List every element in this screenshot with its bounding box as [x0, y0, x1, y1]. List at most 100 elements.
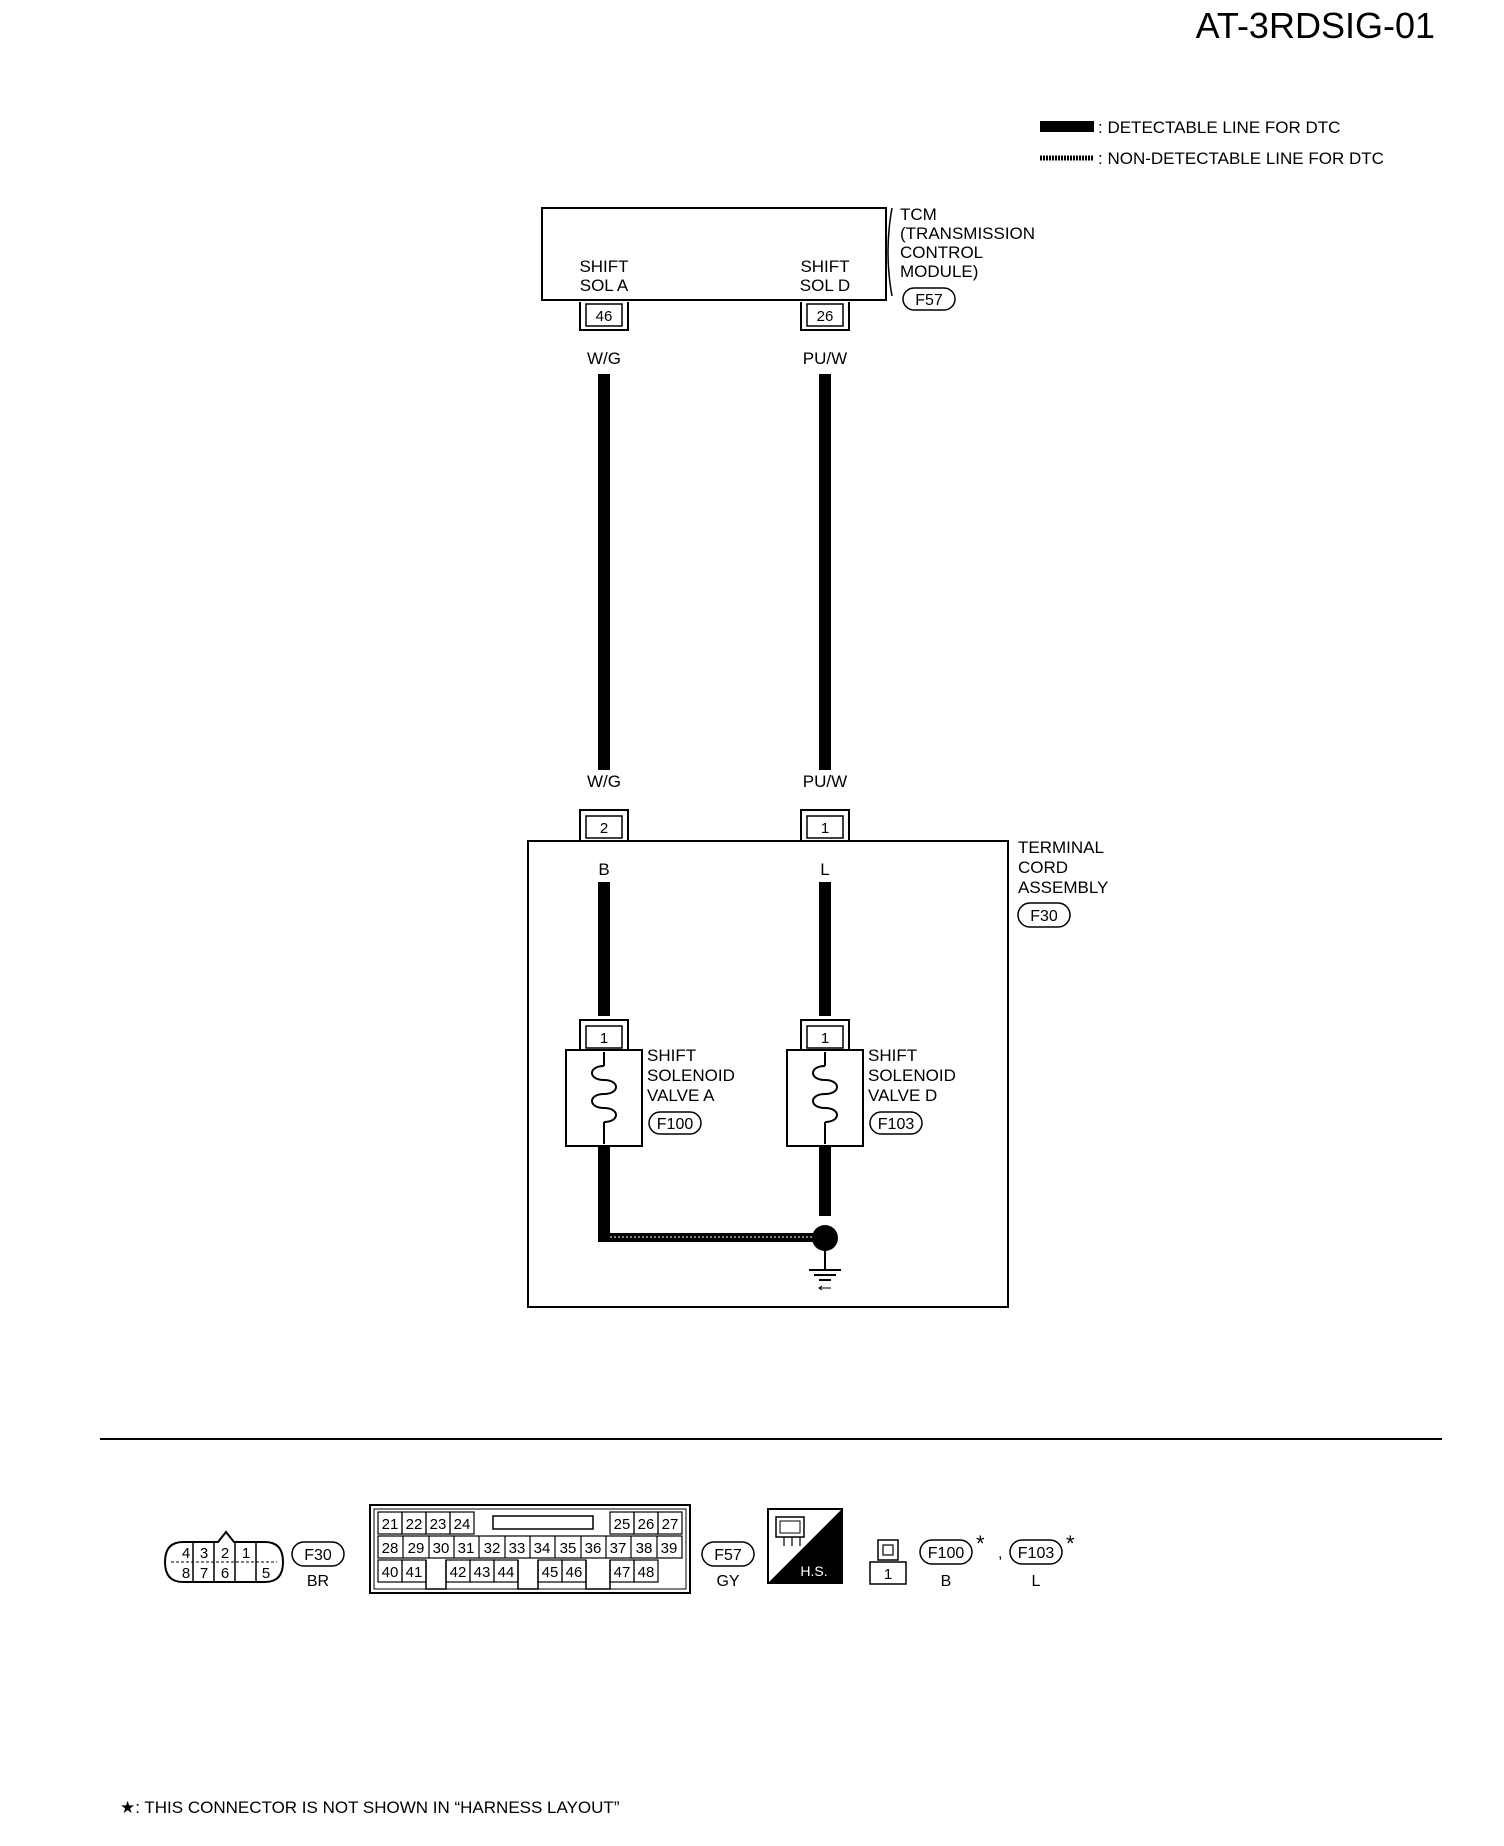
tcm-bracket	[887, 207, 893, 297]
f57-pin: 44	[498, 1564, 515, 1581]
terminal-cord-name-2: CORD	[1018, 858, 1068, 877]
ground-circuit	[598, 1146, 841, 1291]
tcm-name-4: MODULE)	[900, 262, 978, 281]
solenoid-a-coil-icon	[591, 1065, 617, 1123]
f30-pin: 4	[182, 1545, 190, 1562]
f57-pin: 22	[406, 1516, 423, 1533]
f57-pin: 42	[450, 1564, 467, 1581]
f30-pin: 6	[221, 1565, 229, 1582]
f57-pin: 33	[509, 1540, 526, 1557]
f57-pin: 21	[382, 1516, 399, 1533]
f57-pin: 47	[614, 1564, 631, 1581]
tcm-name-1: TCM	[900, 205, 937, 224]
solenoid-valve-a: 1 SHIFT SOLENOID VALVE A F100	[565, 1019, 735, 1147]
f30-pin: 2	[221, 1545, 229, 1562]
f57-pin: 25	[614, 1516, 631, 1533]
f30-pin: 1	[242, 1545, 250, 1562]
solenoid-a-connector-badge	[648, 1111, 702, 1135]
tcm-pin-26: 26	[800, 302, 850, 331]
solenoid-a-name-2: SOLENOID	[647, 1066, 735, 1085]
legend-detectable-swatch	[1040, 121, 1094, 132]
tcm-box	[541, 207, 887, 301]
f30-pin: 8	[182, 1565, 190, 1582]
connector-f57-face: 21 22 23 24 25 26 27 28 29 30 31 32	[369, 1504, 755, 1594]
f57-pin: 30	[433, 1540, 450, 1557]
f57-pin: 43	[474, 1564, 491, 1581]
tcm-name-2: (TRANSMISSION	[900, 224, 1035, 243]
f30-pin: 7	[200, 1565, 208, 1582]
wire-a-top-color: W/G	[587, 349, 621, 368]
hs-label: H.S.	[800, 1563, 827, 1579]
f57-pin: 32	[484, 1540, 501, 1557]
f57-pin: 23	[430, 1516, 447, 1533]
f57-row1: 21 22 23 24 25 26 27	[377, 1511, 683, 1535]
ground-junction	[812, 1225, 838, 1251]
terminal-cord-connector-id: F30	[1030, 908, 1058, 925]
harness-side-icon: H.S.	[767, 1508, 843, 1584]
solenoid-d-coil-icon	[812, 1065, 838, 1123]
solenoid-a-name-3: VALVE A	[647, 1086, 715, 1105]
tcm-pin-d-number: 26	[817, 308, 834, 325]
tcm-pin-d-label-1: SHIFT	[800, 257, 849, 276]
tcm-connector-badge	[902, 287, 956, 311]
tcm-pin-a-number: 46	[596, 308, 613, 325]
tcm-pin-a-label-2: SOL A	[580, 276, 629, 295]
f30-id: F30	[304, 1547, 332, 1564]
f57-pin: 37	[610, 1540, 627, 1557]
solenoid-valve-d: 1 SHIFT SOLENOID VALVE D F103	[786, 1019, 956, 1147]
wire-d-harness	[819, 374, 831, 770]
legend-non-detectable-label: : NON-DETECTABLE LINE FOR DTC	[1098, 149, 1384, 168]
f57-pin: 34	[534, 1540, 551, 1557]
footnote: ★: THIS CONNECTOR IS NOT SHOWN IN “HARNE…	[120, 1798, 620, 1817]
f57-pin: 27	[662, 1516, 679, 1533]
wire-a-internal-color: B	[598, 860, 609, 879]
f57-pin: 29	[408, 1540, 425, 1557]
terminal-cord-assembly: TERMINAL CORD ASSEMBLY F30	[527, 838, 1108, 1308]
f57-pin: 35	[560, 1540, 577, 1557]
solenoid-a-name-1: SHIFT	[647, 1046, 696, 1065]
f57-id: F57	[714, 1547, 742, 1564]
f100-id: F100	[928, 1545, 965, 1562]
f57-pin: 46	[566, 1564, 583, 1581]
f57-pin: 28	[382, 1540, 399, 1557]
connector-f103-label: F103 * L	[1009, 1531, 1075, 1590]
f103-id: F103	[1018, 1545, 1055, 1562]
wire-a-internal	[598, 882, 610, 1016]
wire-a-harness	[598, 374, 610, 770]
single-pin-number: 1	[884, 1566, 892, 1583]
terminal-cord-name-1: TERMINAL	[1018, 838, 1104, 857]
wire-d-ground	[819, 1146, 831, 1216]
wire-a-ground	[598, 1146, 610, 1238]
f30-pin: 3	[200, 1545, 208, 1562]
solenoid-d-pin-number: 1	[821, 1030, 829, 1047]
solenoid-d-name-1: SHIFT	[868, 1046, 917, 1065]
f57-row2: 28 29 30 31 32 33 34 35 36 37 38 39	[377, 1535, 683, 1559]
diagram-id: AT-3RDSIG-01	[1196, 5, 1435, 46]
f57-pin: 31	[458, 1540, 475, 1557]
tcm-module: TCM (TRANSMISSION CONTROL MODULE) F57 SH…	[541, 205, 1035, 311]
f103-color: L	[1032, 1573, 1041, 1590]
tcm-pin-d-label-2: SOL D	[800, 276, 850, 295]
f57-pin: 41	[406, 1564, 423, 1581]
connector-f30-face: 4 3 2 1 8 7 6 5 F30 BR	[163, 1530, 345, 1590]
f103-star: *	[1066, 1531, 1075, 1556]
solenoid-d-name-2: SOLENOID	[868, 1066, 956, 1085]
f57-pin: 40	[382, 1564, 399, 1581]
tcm-pin-a-label-1: SHIFT	[579, 257, 628, 276]
f57-pin: 38	[636, 1540, 653, 1557]
wire-a-bottom-color: W/G	[587, 772, 621, 791]
f100-star: *	[976, 1531, 985, 1556]
f100-color: B	[941, 1573, 952, 1590]
legend-detectable-label: : DETECTABLE LINE FOR DTC	[1098, 118, 1340, 137]
tcm-pin-46: 46	[579, 302, 629, 331]
terminal-cord-pin-1: 1	[800, 809, 850, 840]
wire-d-internal	[819, 882, 831, 1016]
connector-separator: ,	[998, 1545, 1002, 1562]
solenoid-a-connector-id: F100	[657, 1116, 694, 1133]
f57-row3: 40 41 42 43 44 45 46 47 48	[377, 1559, 659, 1590]
tcm-name-3: CONTROL	[900, 243, 983, 262]
wire-d-bottom-color: PU/W	[803, 772, 847, 791]
f30-color: BR	[307, 1573, 329, 1590]
terminal-cord-pin-2: 2	[579, 809, 629, 840]
